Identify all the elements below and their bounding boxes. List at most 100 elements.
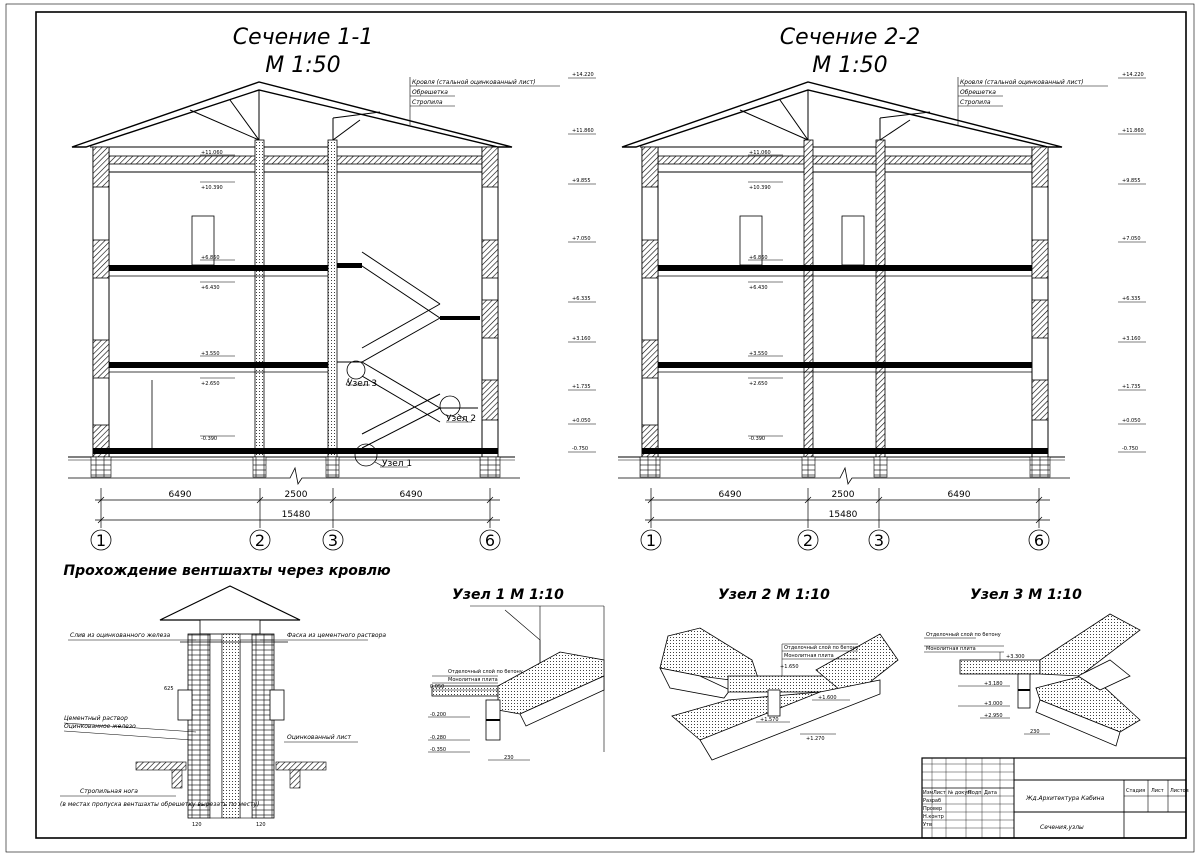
node3-elev-1: +3.180 xyxy=(984,681,1003,687)
elev-inner-0: +11.060 xyxy=(201,150,223,156)
elev2-6: +1.735 xyxy=(1122,384,1141,390)
elev1-5: +3.160 xyxy=(572,336,591,342)
node1-elev-3: -0.350 xyxy=(430,747,446,753)
elev2-5: +3.160 xyxy=(1122,336,1141,342)
elev1-1: +11.860 xyxy=(572,128,594,134)
stamp-col-3: Подп xyxy=(968,790,982,796)
dimension-chain-1 xyxy=(95,488,500,528)
node1-elev-0: 0.050 xyxy=(430,684,444,690)
section-2-2: Сечение 2-2 М 1:50 xyxy=(618,25,1146,551)
wall2-axis-3 xyxy=(875,139,886,458)
stamp-col-2: № докум xyxy=(948,790,971,796)
vent-label-sheet: Оцинкованный лист xyxy=(287,734,352,741)
node1-detail: Узел 1 М 1:10 Отделочный слой по бетону … xyxy=(428,587,605,761)
node2-elev-0: +1.650 xyxy=(780,664,799,670)
roof-label-2: Обрешетка xyxy=(412,89,448,96)
wall-axis-2 xyxy=(254,139,265,458)
axis-bubbles-1 xyxy=(90,529,501,551)
elev1-3: +7.050 xyxy=(572,236,591,242)
elev2-7: +0.050 xyxy=(1122,418,1141,424)
node3-detail: Узел 3 М 1:10 Отделочный слой по бетону … xyxy=(924,587,1141,747)
node3-title: Узел 3 М 1:10 xyxy=(970,587,1082,603)
wall2-axis-1 xyxy=(641,146,659,458)
inner-frame xyxy=(35,11,1187,839)
vent-title: Прохождение вентшахты через кровлю xyxy=(63,563,391,579)
dim2-c: 6490 xyxy=(948,490,971,500)
door xyxy=(191,215,215,266)
elevation-scale-2 xyxy=(1118,77,1146,453)
inner-elevations-2 xyxy=(748,154,783,437)
axis-bubbles-2 xyxy=(640,529,1050,551)
elev2-0: +14.220 xyxy=(1122,72,1144,78)
vent-cap xyxy=(159,585,301,621)
elev2-3: +7.050 xyxy=(1122,236,1141,242)
vent-label-chamfer: Фаска из цементного раствора xyxy=(287,632,386,639)
dim1-c: 6490 xyxy=(400,490,423,500)
elev-inner-2: +6.860 xyxy=(201,255,220,261)
vent-shaft-left xyxy=(187,633,211,819)
node2-label-0: Отделочный слой по бетону xyxy=(784,644,859,651)
truss-2 xyxy=(739,90,931,141)
elev2-inner-2: +6.860 xyxy=(749,255,768,261)
elev2-4: +6.335 xyxy=(1122,296,1141,302)
node1-elev-1: -0.200 xyxy=(430,712,446,718)
vent-dim-120a: 120 xyxy=(192,822,202,828)
node3-dim-0: 230 xyxy=(1030,729,1040,735)
section1-scale: М 1:50 xyxy=(265,53,340,78)
stamp-role-2: Н.контр xyxy=(923,814,944,820)
axis2-1: 1 xyxy=(646,531,656,550)
vent-dim-120b: 120 xyxy=(256,822,266,828)
dimension-chain-2 xyxy=(645,488,1050,528)
vent-shaft-right xyxy=(251,633,275,819)
vent-label-mortar: Цементный раствор xyxy=(64,715,128,722)
node1-title: Узел 1 М 1:10 xyxy=(452,587,564,603)
node1-marker xyxy=(354,443,378,467)
outer-frame xyxy=(5,3,1195,853)
roof2-label-3: Стропила xyxy=(960,99,991,106)
vent-label-rafter: Стропильная нога xyxy=(80,788,138,795)
stamp-col-1: Лист xyxy=(933,790,946,796)
node2-label: Узел 2 xyxy=(446,414,476,424)
attic-slab xyxy=(94,155,498,165)
elev2-inner-5: +2.650 xyxy=(749,381,768,387)
axis2-6: 6 xyxy=(1034,531,1044,550)
node2-label-1: Монолитная плита xyxy=(784,653,834,659)
node2-elev-3: +1.270 xyxy=(806,736,825,742)
node1-label: Узел 1 xyxy=(382,459,412,469)
axis1-1: 1 xyxy=(96,531,106,550)
dim1-total: 15480 xyxy=(282,510,311,520)
elev1-0: +14.220 xyxy=(572,72,594,78)
roof-2 xyxy=(621,81,1063,148)
section2-scale: М 1:50 xyxy=(812,53,887,78)
axis2-2: 2 xyxy=(803,531,813,550)
stamp-sheet-title: Сечения,узлы xyxy=(1040,824,1084,831)
roof2-label-2: Обрешетка xyxy=(960,89,996,96)
elev2-8: -0.750 xyxy=(1122,446,1138,452)
axis2-3: 3 xyxy=(874,531,884,550)
stamp-role-0: Разраб xyxy=(923,798,941,804)
vent-shaft-detail: Прохождение вентшахты через кровлю Слив … xyxy=(60,563,391,828)
node3-label-0: Отделочный слой по бетону xyxy=(926,631,1001,638)
elev2-inner-3: +6.430 xyxy=(749,285,768,291)
elevation-scale-1 xyxy=(568,77,596,453)
node3-slab xyxy=(959,659,1041,675)
section-1-1: Сечение 1-1 М 1:50 xyxy=(68,25,596,551)
node1-label-1: Монолитная плита xyxy=(448,677,498,683)
vent-label-iron: Оцинкованное железо xyxy=(64,723,136,730)
dim2-b: 2500 xyxy=(832,490,855,500)
stamp-project: Жд.Архитектура Кабина xyxy=(1025,795,1105,802)
roof2-label-1: Кровля (стальной оцинкованный лист) xyxy=(960,79,1084,86)
elev1-2: +9.855 xyxy=(572,178,591,184)
elev2-inner-6: -0.390 xyxy=(749,436,765,442)
elev1-8: -0.750 xyxy=(572,446,588,452)
node2-elev-1: +1.600 xyxy=(818,695,837,701)
node2-title: Узел 2 М 1:10 xyxy=(718,587,830,603)
stamp-sheets: Листов xyxy=(1170,788,1189,794)
floor-slab-2 xyxy=(109,362,328,368)
roof-label-1: Кровля (стальной оцинкованный лист) xyxy=(412,79,536,86)
stamp-role-1: Провер xyxy=(923,806,942,812)
dim2-total: 15480 xyxy=(829,510,858,520)
node2-detail: Узел 2 М 1:10 Отделочный слой по бетону … xyxy=(659,587,899,761)
elev-inner-1: +10.390 xyxy=(201,185,223,191)
truss xyxy=(189,90,381,141)
